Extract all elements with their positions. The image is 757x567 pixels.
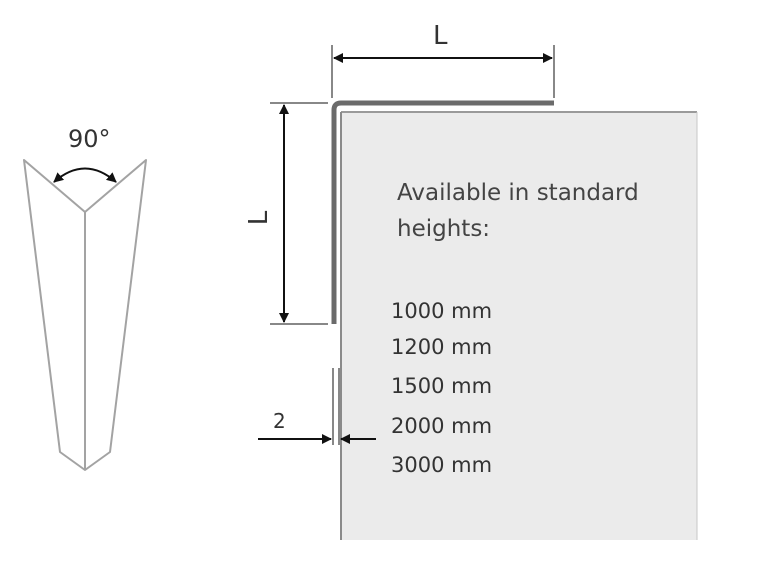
side-length-label: L: [244, 210, 274, 225]
wall-panel: [341, 112, 697, 540]
height-option-1000: 1000 mm: [391, 299, 492, 323]
corner-profile: [331, 100, 554, 324]
height-option-3000: 3000 mm: [391, 453, 492, 477]
height-option-2000: 2000 mm: [391, 414, 492, 438]
corner-guard-illustration: 90°: [23, 125, 147, 471]
angle-label: 90°: [68, 125, 111, 153]
wall-section: L L 2 Available in standard heights: 100…: [244, 21, 698, 540]
height-option-1200: 1200 mm: [391, 335, 492, 359]
height-option-1500: 1500 mm: [391, 374, 492, 398]
availability-heading-line1: Available in standard: [397, 180, 639, 206]
thickness-label: 2: [273, 409, 286, 433]
angle-arc-arrow: [53, 167, 117, 183]
top-length-label: L: [433, 21, 448, 51]
availability-heading-line2: heights:: [397, 216, 490, 242]
